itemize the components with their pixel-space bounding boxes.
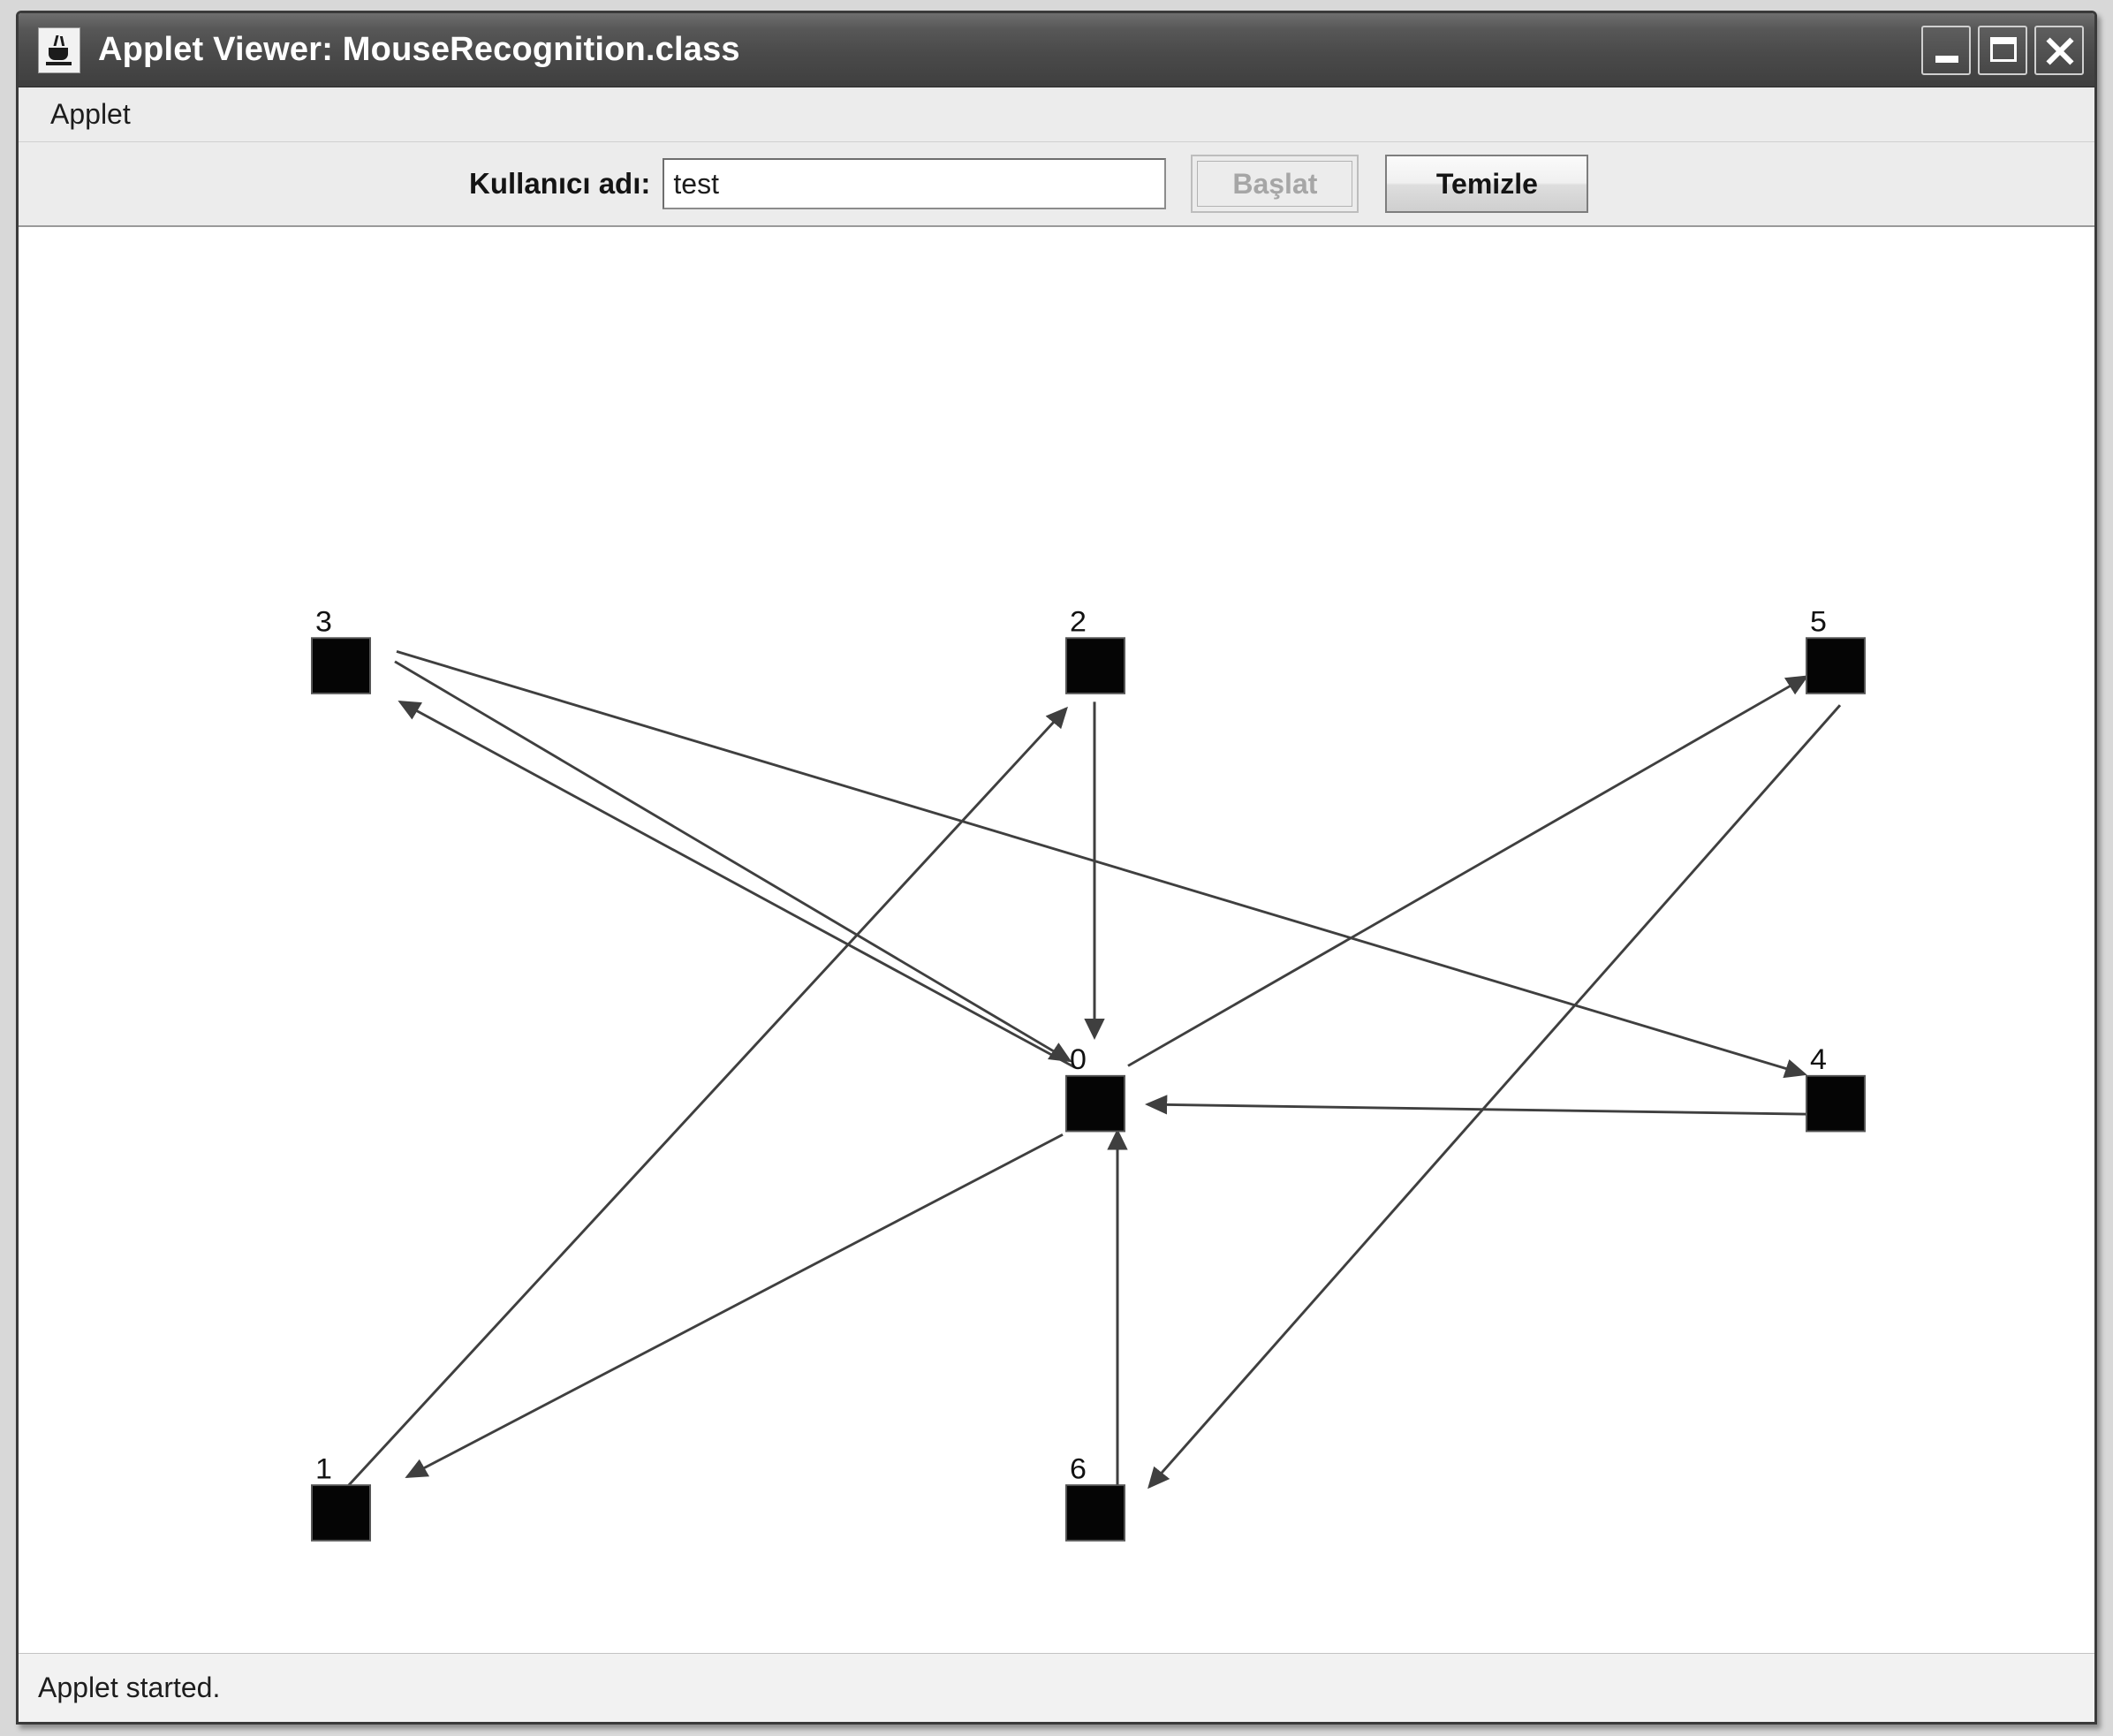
maximize-icon[interactable] xyxy=(1978,25,2027,75)
graph-node-label-4: 4 xyxy=(1810,1044,1827,1076)
graph-node-1[interactable] xyxy=(311,1484,371,1542)
graph-node-label-2: 2 xyxy=(1070,606,1087,638)
graph-node-4[interactable] xyxy=(1806,1074,1866,1133)
start-button[interactable]: Başlat xyxy=(1191,155,1359,213)
edge-1-to-2 xyxy=(345,706,1068,1488)
graph-node-2[interactable] xyxy=(1065,637,1125,694)
applet-viewer-window: Applet Viewer: MouseRecognition.class Ap… xyxy=(16,11,2097,1725)
edge-0-to-5 xyxy=(1127,675,1809,1067)
graph-edges xyxy=(345,650,1842,1490)
menu-item-applet[interactable]: Applet xyxy=(50,98,131,130)
edge-0-to-1 xyxy=(405,1133,1064,1478)
close-icon[interactable] xyxy=(2034,25,2084,75)
graph-node-label-1: 1 xyxy=(315,1453,332,1485)
window-title: Applet Viewer: MouseRecognition.class xyxy=(98,31,740,68)
graph-node-0[interactable] xyxy=(1065,1074,1125,1133)
graph-node-label-6: 6 xyxy=(1070,1453,1087,1485)
edge-4-to-0 xyxy=(1145,1095,1829,1116)
menu-bar: Applet xyxy=(19,87,2094,142)
edge-0-to-3 xyxy=(398,700,1076,1069)
focus-ring xyxy=(1197,161,1353,207)
minimize-icon[interactable] xyxy=(1921,25,1971,75)
applet-toolbar: Kullanıcı adı: test Başlat Temizle xyxy=(19,142,2094,227)
edge-3-to-0 xyxy=(394,660,1072,1063)
username-label: Kullanıcı adı: xyxy=(469,167,651,200)
java-coffee-cup-icon xyxy=(38,27,80,73)
status-text: Applet started. xyxy=(38,1672,221,1703)
start-button-label: Başlat xyxy=(1232,167,1318,200)
graph-node-label-0: 0 xyxy=(1070,1044,1087,1076)
graph-node-3[interactable] xyxy=(311,637,371,694)
edge-5-to-6 xyxy=(1147,704,1842,1490)
edge-3-to-4 xyxy=(396,650,1807,1079)
status-bar: Applet started. xyxy=(19,1653,2094,1722)
username-input[interactable]: test xyxy=(663,158,1167,209)
graph-node-6[interactable] xyxy=(1065,1484,1125,1542)
mouse-recognition-graph: 3 2 5 0 4 1 6 xyxy=(311,606,1866,1542)
graph-node-label-3: 3 xyxy=(315,606,332,638)
clear-button[interactable]: Temizle xyxy=(1385,155,1589,213)
title-bar[interactable]: Applet Viewer: MouseRecognition.class xyxy=(19,13,2094,87)
clear-button-label: Temizle xyxy=(1435,167,1538,200)
graph-node-5[interactable] xyxy=(1806,637,1866,694)
graph-node-label-5: 5 xyxy=(1810,606,1827,638)
graph-nodes: 3 2 5 0 4 1 6 xyxy=(311,606,1866,1542)
window-controls xyxy=(1921,25,2084,75)
applet-canvas[interactable]: 3 2 5 0 4 1 6 xyxy=(19,227,2094,1653)
